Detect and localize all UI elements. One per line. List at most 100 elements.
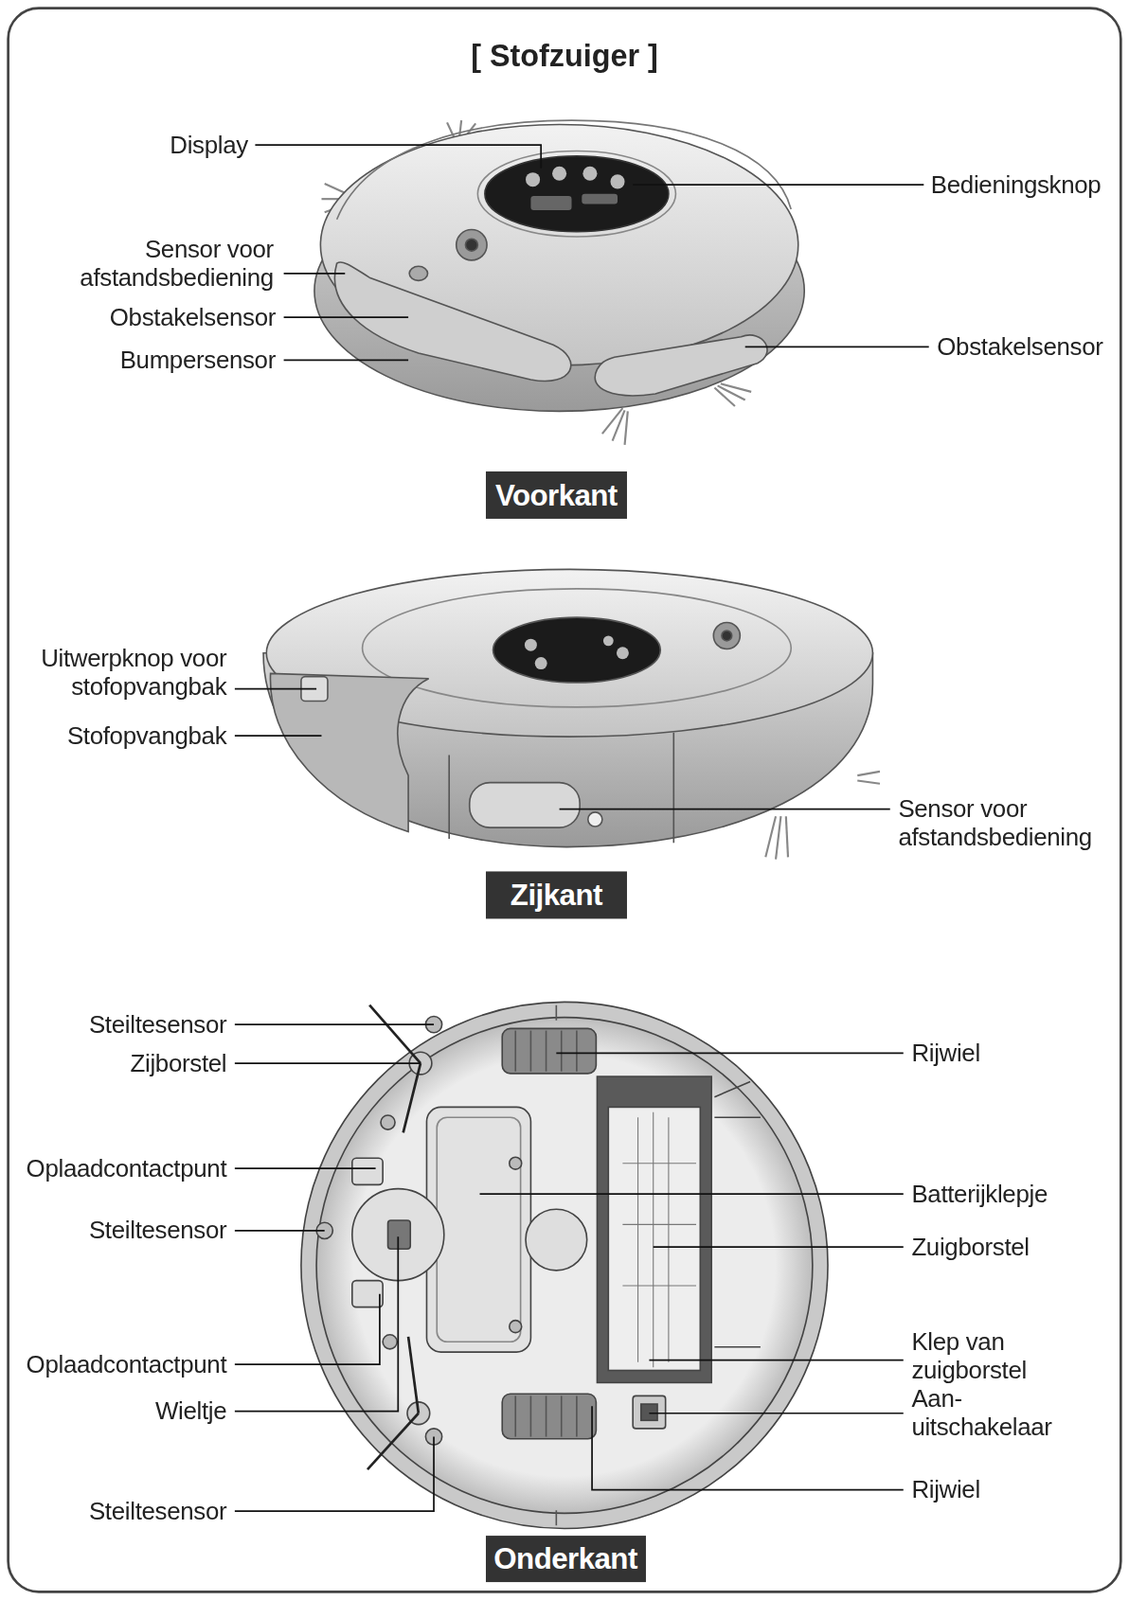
display-buttons (535, 657, 548, 670)
leader-lines (234, 1024, 904, 1512)
side-view (263, 569, 880, 860)
button-center (721, 630, 733, 642)
wheel-tread (560, 1031, 563, 1073)
bottom-view (301, 1002, 828, 1529)
part-label: Stofopvangbak (17, 721, 227, 751)
part-label: Obstakelsensor (936, 332, 1126, 361)
body-base (316, 1018, 813, 1515)
part-label: Steiltesensor (22, 1217, 228, 1246)
screw (380, 1115, 395, 1130)
leader-lines (234, 1167, 377, 1170)
top-cover (337, 120, 792, 220)
part-label: Sensor voor afstandsbediening (51, 234, 274, 292)
part-label: Steiltesensor (22, 1497, 228, 1526)
leader-lines (284, 359, 409, 362)
brush-housing (596, 1076, 712, 1383)
part-label: Sensor voor afstandsbediening (897, 795, 1121, 853)
display-buttons (582, 166, 597, 181)
wheel-tread (545, 1396, 548, 1437)
part-label: Klep van zuigborstel (911, 1327, 1059, 1385)
display-buttons (525, 166, 626, 211)
brush-cover (608, 1107, 700, 1371)
leader-lines (555, 1052, 903, 1055)
display-buttons (524, 639, 538, 652)
view-title: Zijkant (510, 878, 603, 913)
brush-bristles (637, 1117, 639, 1363)
display-panel (484, 156, 669, 233)
leader-lines (745, 346, 930, 349)
part-label: Uitwerpknop voor stofopvangbak (17, 644, 227, 701)
side-brush (720, 383, 752, 393)
side-brush (369, 1005, 421, 1064)
leader-lines (559, 808, 891, 811)
body-outline (301, 1002, 828, 1529)
display-panel (493, 617, 662, 683)
remote-sensor (409, 266, 428, 281)
seam (672, 733, 675, 843)
button (713, 622, 740, 649)
wheel-tread (514, 1396, 517, 1437)
button (456, 230, 487, 261)
part-label: Batterijklepje (911, 1180, 1106, 1209)
wheel-tread (530, 1396, 533, 1437)
leader-lines (591, 1406, 904, 1490)
part-label: Rijwiel (911, 1475, 1106, 1505)
part-label: Oplaadcontactpunt (7, 1154, 228, 1183)
display-buttons (616, 646, 629, 660)
wheel-tread (530, 1031, 533, 1073)
leader-lines (648, 1413, 903, 1416)
view-badge: Voorkant (485, 471, 628, 520)
side-brush (775, 816, 781, 860)
button-center (465, 238, 478, 251)
side-brush (765, 816, 776, 858)
part-label: Oplaadcontactpunt (7, 1350, 228, 1380)
part-label: Steiltesensor (22, 1010, 228, 1040)
side-brush (408, 1337, 419, 1415)
part-label: Rijwiel (911, 1039, 1106, 1068)
view-badge: Zijkant (485, 871, 628, 919)
side-brush (857, 781, 880, 785)
display-buttons (524, 635, 629, 670)
screw (509, 1157, 522, 1170)
side-brush (717, 385, 746, 400)
display-buttons (603, 635, 614, 646)
part-label: Zijborstel (22, 1049, 228, 1078)
leader-lines (234, 1062, 421, 1065)
part-label: Bumpersensor (71, 345, 276, 375)
screw (509, 1321, 522, 1334)
brush-bristles (622, 1285, 697, 1287)
wheel-tread (575, 1396, 578, 1437)
leader-lines (284, 316, 409, 319)
power-switch-knob (641, 1404, 658, 1421)
leader-lines (480, 1193, 904, 1196)
leader-lines (234, 1230, 325, 1233)
part-label: Zuigborstel (911, 1233, 1106, 1262)
caster-wheel (388, 1220, 412, 1250)
display-buttons (530, 196, 572, 211)
charge-contact (352, 1281, 383, 1309)
view-title: Voorkant (495, 478, 618, 513)
leader-lines (254, 144, 541, 169)
dust-bin (269, 673, 429, 832)
part-label: Display (43, 130, 249, 160)
top-cover (362, 589, 792, 708)
brush-bristles (652, 1112, 654, 1368)
leader-lines (234, 689, 891, 810)
screw (382, 1335, 397, 1350)
part-label: Wieltje (22, 1397, 228, 1427)
hole (588, 812, 603, 827)
side-brush (857, 771, 880, 776)
wheel (501, 1394, 596, 1439)
leader-lines (653, 1246, 904, 1249)
front-view (314, 120, 805, 446)
wheel-tread (560, 1396, 563, 1437)
leader-lines (234, 1236, 398, 1412)
part-label: Aan- uitschakelaar (911, 1385, 1080, 1443)
display-ring (477, 151, 676, 238)
seam (448, 755, 450, 840)
wheel-tread (575, 1031, 578, 1073)
side-brush (612, 410, 626, 441)
leader-lines (632, 183, 924, 186)
